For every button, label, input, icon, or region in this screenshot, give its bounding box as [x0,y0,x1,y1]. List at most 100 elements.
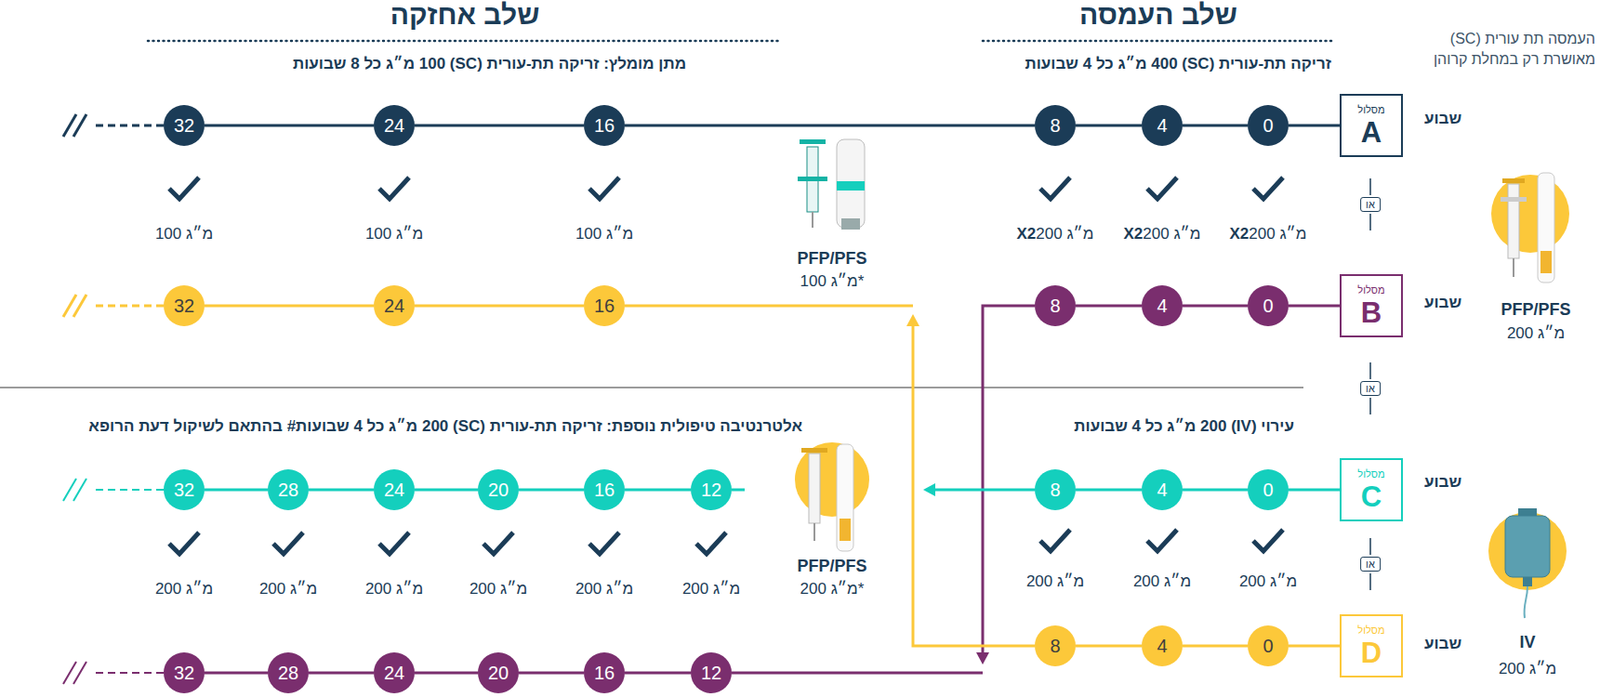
connector-line [731,672,983,675]
week-number: 32 [173,480,195,500]
label-text: 200 מ״ג [365,580,424,599]
arrow-head [976,652,990,665]
week-number: 0 [1262,296,1273,316]
connector [308,489,374,491]
route-letter: C [1361,482,1382,512]
connector [414,673,478,675]
dotted-rule [147,39,781,43]
syringe-flange [1500,197,1527,202]
check-mark [1040,177,1071,199]
week-number: 16 [594,116,615,135]
device-badge [1488,512,1567,591]
label-text: 100 מ״ג [365,224,424,244]
route-caption: מסלול [1357,625,1385,636]
check-mark [1253,177,1283,199]
syringe-needle [1512,258,1515,278]
check-mark [169,532,199,555]
route-letter: B [1361,298,1382,328]
week-circle: 28 [267,469,309,511]
break-mark [63,478,77,502]
continuation-dash [92,489,164,491]
connector [414,125,584,127]
connector [1075,489,1142,491]
syringe-barrel [808,453,820,524]
connector-line [518,672,584,675]
week-number: 12 [700,663,722,683]
week-number: 0 [1262,116,1273,135]
autoinjector-pen [1537,172,1555,283]
connector-line [518,489,584,492]
connector-line [308,489,374,492]
dose-label: X2200 מ״ג [1229,224,1307,244]
week-circle: 20 [477,469,519,511]
week-circle: 16 [583,469,625,511]
pen-window [1540,251,1552,274]
connector-line [1288,304,1340,308]
week-number: 32 [173,663,195,683]
week-number: 0 [1262,636,1273,656]
connector [518,673,584,675]
week-circle: 4 [1141,625,1183,667]
label-text: שבוע [1424,473,1462,492]
week-number: 28 [277,480,299,500]
label-text: X2 [1016,224,1036,244]
label-text: העמסה תת עורית (SC) מאושרת רק במחלת קרוה… [1395,28,1596,69]
week-circle: 20 [477,652,519,694]
break-mark [73,661,87,685]
or-tick [1369,397,1372,415]
check-mark [1253,529,1283,552]
connector-line [1182,304,1248,308]
week-number: 4 [1156,636,1167,656]
label-text: 200 מ״ג* [800,580,865,599]
check-mark [379,532,410,555]
connector-line [932,489,1035,492]
connector-line [1288,489,1340,492]
connector [1288,305,1340,307]
week-circle: 24 [373,285,415,327]
route-box: מסלולA [1339,93,1403,158]
label-text: 200 מ״ג [259,580,318,599]
syringe-flange [797,176,828,182]
check-mark [1040,529,1071,552]
week-number: 24 [383,480,405,500]
iv-tube [1524,586,1528,619]
week-circle: 8 [1034,105,1076,146]
connector-line [624,124,1035,128]
connector-line [912,323,1035,647]
arrow-head [923,483,936,497]
label-text: זריקה תת-עורית (SC) 400 מ״ג כל 4 שבועות [1024,54,1332,74]
connector-line [624,672,691,675]
iv-port [1522,577,1533,587]
connector-line [1075,489,1142,492]
week-number: 32 [173,296,195,316]
device-badge [1491,174,1570,253]
divider-line [0,386,1304,389]
connector [518,489,584,491]
week-circle: 12 [690,469,732,511]
connector [1075,646,1142,648]
label-text: PFP/PFS [796,556,867,577]
week-number: 32 [173,116,195,135]
connector-line [204,489,268,492]
dose-label: X2200 מ״ג [1123,224,1201,244]
week-circle: 4 [1141,285,1183,327]
connector [1288,489,1340,491]
route-box: מסלולC [1339,458,1403,522]
connector [624,489,691,491]
label-text: 200 מ״ג [155,580,213,599]
connector-line [1075,645,1142,648]
label-text: 100 מ״ג [575,224,634,244]
connector-line [1288,124,1340,128]
connector-line [204,124,374,128]
connector [1182,646,1248,648]
connector [731,483,1035,497]
connector-line [624,489,691,492]
connector [624,125,1035,127]
autoinjector-pen [836,139,865,228]
check-mark [1147,177,1177,199]
connector-line [204,304,374,308]
week-number: 28 [277,663,299,683]
label-text: IV [1519,633,1535,653]
label-text: שלב העמסה [1079,0,1238,31]
